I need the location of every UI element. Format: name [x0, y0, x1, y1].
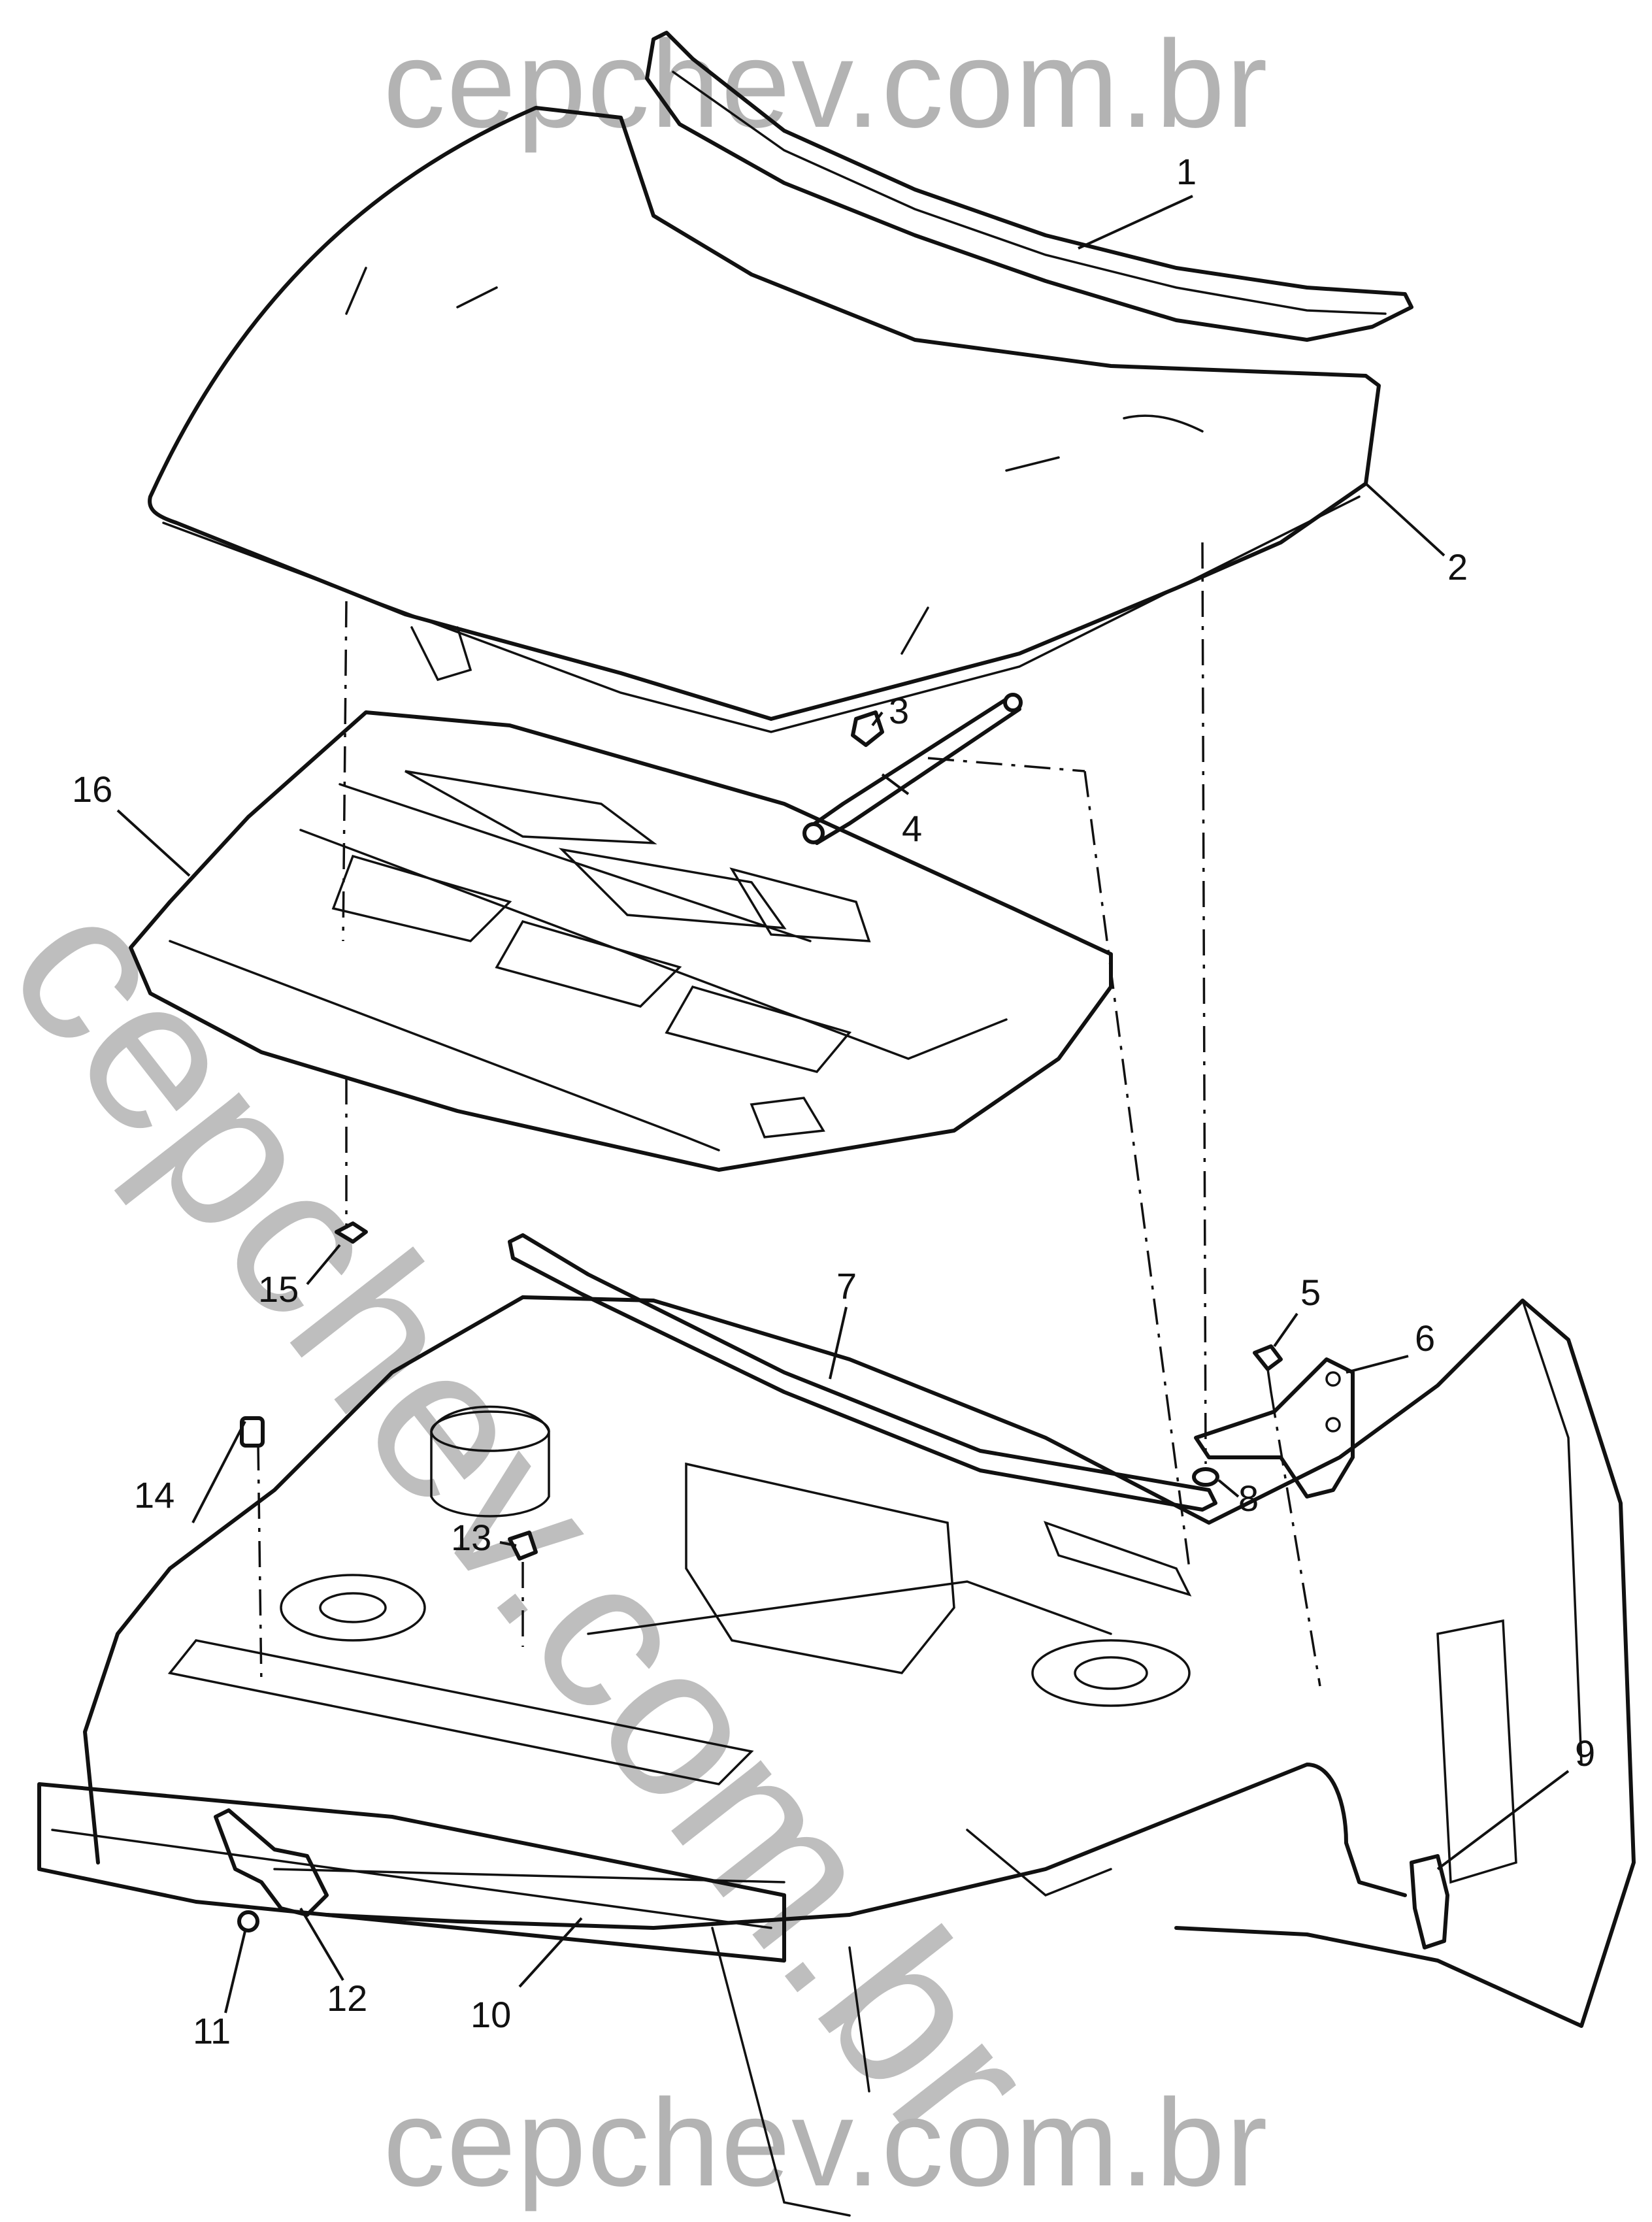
callout-14: 14 [134, 1474, 175, 1516]
callout-7: 7 [836, 1265, 857, 1306]
hinge-nut [1192, 1467, 1219, 1487]
hinge-bolt [1253, 1344, 1283, 1393]
callout-5: 5 [1300, 1272, 1321, 1313]
callout-1: 1 [1176, 151, 1197, 192]
callout-2: 2 [1447, 546, 1468, 588]
callout-13: 13 [451, 1517, 492, 1558]
cowl-seal [508, 1233, 1217, 1512]
callout-6: 6 [1415, 1318, 1436, 1359]
callout-3: 3 [889, 690, 910, 731]
insulator-retainer [335, 1221, 368, 1244]
alignment-lines [257, 542, 1321, 1687]
callout-12: 12 [327, 1978, 368, 2019]
hood-strut [802, 693, 1023, 845]
latch-bolt [237, 1910, 259, 1932]
callout-8: 8 [1238, 1478, 1259, 1519]
watermark-bottom: cepchev.com.br [383, 2074, 1269, 2212]
front-end-structure [37, 1295, 1636, 2217]
hood-bumper-stop [240, 1416, 265, 1448]
hood-release-cable [325, 1763, 1407, 1930]
hood-rear-seal [645, 31, 1413, 342]
hood-insulator [129, 710, 1113, 1172]
callout-11: 11 [193, 2010, 231, 2051]
leader-lines [116, 195, 1570, 2014]
callout-9: 9 [1575, 1733, 1596, 1774]
cable-clip [508, 1531, 538, 1561]
callout-16: 16 [72, 769, 113, 810]
callout-4: 4 [902, 808, 923, 849]
callout-15: 15 [258, 1269, 299, 1310]
hood-hinge [1194, 1357, 1355, 1499]
hood-release-handle [1410, 1854, 1449, 1949]
hood-latch [214, 1808, 329, 1917]
hood-panel [148, 106, 1381, 733]
callout-10: 10 [471, 1994, 512, 2035]
watermark-top: cepchev.com.br [383, 15, 1269, 154]
